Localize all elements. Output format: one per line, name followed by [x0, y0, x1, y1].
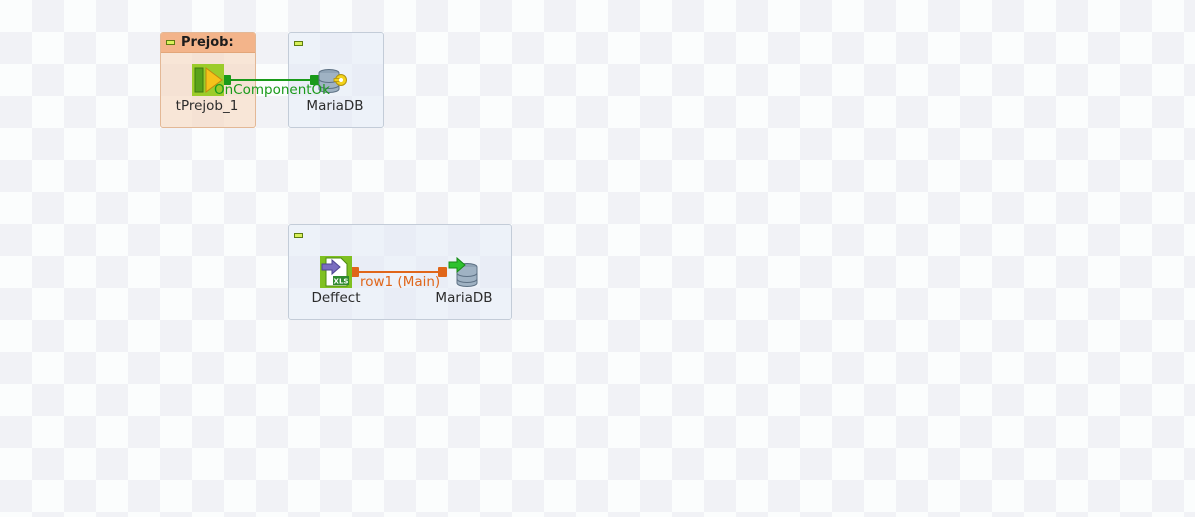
subjob-header: [289, 225, 511, 245]
mariadb-connection-component[interactable]: [317, 64, 351, 98]
svg-text:XLS: XLS: [334, 278, 349, 286]
tprejob-label: tPrejob_1: [175, 98, 239, 114]
mariadb-output-component[interactable]: [448, 256, 482, 290]
excel-input-icon: XLS: [320, 256, 352, 288]
row1-main-link[interactable]: [350, 267, 447, 277]
database-output-icon: [448, 256, 478, 287]
mariadb-connection-label: MariaDB: [306, 98, 364, 114]
prejob-subjob-title: Prejob:: [181, 35, 234, 50]
deffect-label: Deffect: [311, 290, 361, 306]
tprejob-component[interactable]: [192, 64, 226, 98]
collapse-icon[interactable]: [294, 232, 303, 238]
mariadb-output-label: MariaDB: [435, 290, 493, 306]
prejob-subjob-header: Prejob:: [161, 33, 255, 53]
prejob-icon: [192, 64, 224, 96]
deffect-component[interactable]: XLS: [320, 256, 354, 290]
oncomponentok-link[interactable]: [222, 75, 319, 85]
collapse-icon[interactable]: [166, 40, 175, 45]
subjob-header: [289, 33, 383, 53]
oncomponentok-link-label[interactable]: OnComponentOk: [214, 82, 331, 98]
row1-link-label[interactable]: row1 (Main): [360, 274, 441, 290]
collapse-icon[interactable]: [294, 40, 303, 46]
database-key-icon: [318, 69, 347, 93]
